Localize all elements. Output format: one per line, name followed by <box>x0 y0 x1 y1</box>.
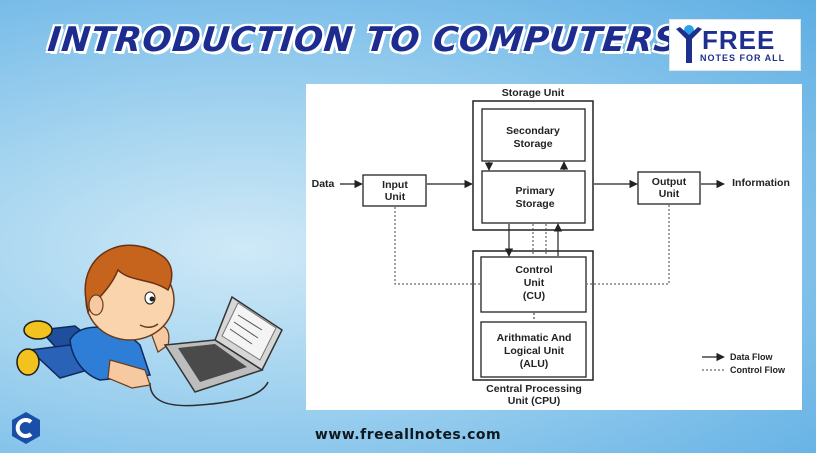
control-unit-label-2: Unit <box>524 277 545 289</box>
input-unit-box <box>362 174 427 207</box>
primary-storage-label-2: Storage <box>515 198 554 210</box>
alu-box <box>480 321 587 378</box>
legend-data-flow: Data Flow <box>730 352 774 362</box>
boy-with-laptop-illustration <box>16 244 283 407</box>
brand-logo: FREE NOTES FOR ALL <box>669 19 801 71</box>
cpu-label-1: Central Processing <box>486 383 582 395</box>
output-unit-label-2: Unit <box>659 188 680 200</box>
alu-label-2: Logical Unit <box>504 345 565 357</box>
cpu-label-2: Unit (CPU) <box>508 395 561 407</box>
secondary-storage-box <box>481 108 586 162</box>
alu-label-1: Arithmatic And <box>497 332 572 344</box>
website-url: www.freeallnotes.com <box>314 427 502 443</box>
cpu-box <box>472 250 594 381</box>
input-unit-label-2: Unit <box>385 191 406 203</box>
logo-text: FREE <box>702 25 776 55</box>
computer-block-diagram: Storage Unit Secondary Storage Primary S… <box>306 84 802 410</box>
output-unit-label-1: Output <box>652 176 687 188</box>
control-unit-label-3: (CU) <box>523 290 545 302</box>
primary-storage-box <box>481 170 586 224</box>
secondary-storage-label-2: Storage <box>513 138 552 150</box>
information-label: Information <box>732 177 790 189</box>
data-label: Data <box>312 178 335 190</box>
logo-mark-icon <box>676 25 702 63</box>
legend-control-flow: Control Flow <box>730 365 786 375</box>
control-unit-label-1: Control <box>515 264 552 276</box>
output-unit-box <box>637 171 701 205</box>
logo-subtext: NOTES FOR ALL <box>700 53 786 63</box>
c-badge-icon <box>12 412 40 444</box>
alu-label-3: (ALU) <box>520 358 549 370</box>
primary-storage-label-1: Primary <box>515 185 554 197</box>
control-unit-box <box>480 256 587 313</box>
secondary-storage-label-1: Secondary <box>506 125 560 137</box>
storage-unit-label: Storage Unit <box>502 87 565 99</box>
input-unit-label-1: Input <box>382 179 408 191</box>
storage-unit-box <box>472 100 594 231</box>
